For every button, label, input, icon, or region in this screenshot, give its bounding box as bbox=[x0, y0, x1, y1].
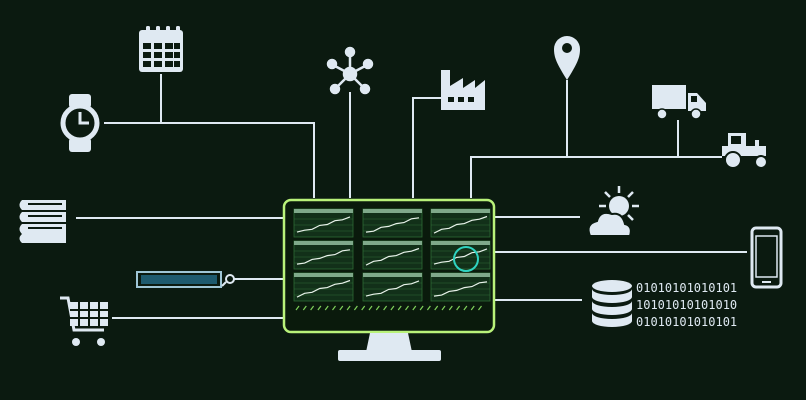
axis-tick bbox=[478, 305, 482, 311]
delivery-truck-icon bbox=[652, 85, 706, 120]
axis-tick bbox=[405, 305, 409, 311]
books-icon bbox=[19, 200, 66, 243]
axis-tick bbox=[361, 305, 366, 311]
dashboard-panel bbox=[362, 272, 423, 302]
map-pin-icon bbox=[554, 36, 580, 80]
calendar-icon bbox=[139, 26, 183, 72]
axis-tick bbox=[390, 305, 395, 311]
factory-icon bbox=[441, 70, 485, 110]
binary-line: 01010101010101 bbox=[636, 315, 737, 329]
connector-lines bbox=[76, 74, 747, 319]
axis-tick bbox=[368, 305, 373, 311]
dashboard-panel bbox=[293, 240, 354, 270]
database-icon bbox=[592, 280, 632, 327]
axis-tick bbox=[456, 305, 461, 311]
dashboard-panels bbox=[293, 208, 491, 302]
axis-tick bbox=[375, 305, 380, 311]
binary-line: 01010101010101 bbox=[636, 281, 737, 295]
axis-tick bbox=[339, 305, 344, 311]
connector-watch bbox=[104, 122, 315, 198]
highlight-ring bbox=[453, 246, 479, 272]
axis-tick bbox=[317, 305, 322, 311]
wristwatch-icon bbox=[60, 94, 100, 152]
dashboard-panel bbox=[430, 272, 491, 302]
binary-stream: 01010101010101 10101010101010 0101010101… bbox=[636, 281, 737, 329]
axis-tick bbox=[353, 305, 358, 311]
monitor-icon bbox=[282, 198, 496, 361]
axis-tick bbox=[383, 305, 388, 311]
axis-tick bbox=[441, 305, 446, 311]
connector-tractor-pin bbox=[470, 156, 722, 198]
monitor-neck bbox=[366, 333, 412, 352]
axis-tick bbox=[419, 305, 424, 311]
weather-icon bbox=[587, 186, 639, 237]
dashboard-panel bbox=[293, 208, 354, 238]
axis-tick bbox=[412, 305, 417, 311]
dashboard-panel bbox=[293, 272, 354, 302]
network-hub-icon bbox=[326, 46, 374, 95]
axis-tick bbox=[448, 305, 453, 311]
search-bar bbox=[136, 271, 235, 288]
connector-factory bbox=[412, 97, 441, 198]
dashboard-panel bbox=[430, 208, 491, 238]
dashboard-panel bbox=[430, 240, 491, 272]
monitor-stand bbox=[338, 350, 441, 361]
tractor-icon bbox=[722, 133, 768, 169]
shopping-cart-icon bbox=[60, 296, 108, 346]
axis-tick bbox=[332, 305, 336, 311]
dashboard-panel bbox=[362, 208, 423, 238]
axis-tick bbox=[434, 305, 439, 311]
axis-tick bbox=[310, 305, 315, 311]
axis-tick bbox=[302, 305, 307, 311]
x-axis-strip bbox=[295, 305, 482, 311]
smartphone-icon bbox=[750, 226, 783, 289]
axis-tick bbox=[463, 305, 468, 311]
axis-tick bbox=[470, 305, 475, 311]
binary-line: 10101010101010 bbox=[636, 298, 737, 312]
axis-tick bbox=[295, 305, 300, 311]
dashboard-panel bbox=[362, 240, 423, 270]
axis-tick bbox=[346, 305, 351, 311]
axis-tick bbox=[324, 305, 329, 311]
axis-tick bbox=[397, 305, 402, 311]
magnifier-icon bbox=[221, 274, 235, 287]
axis-tick bbox=[426, 305, 431, 311]
